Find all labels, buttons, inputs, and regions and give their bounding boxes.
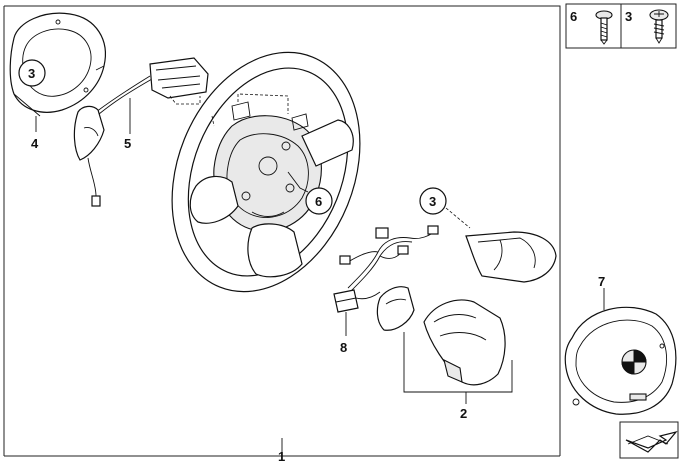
trim-covers-part: [376, 286, 513, 393]
airbag-module-part: [564, 306, 677, 415]
legend-number-6: 6: [570, 9, 577, 24]
callout-7: 7: [598, 274, 605, 289]
wheel-screw-callout: 6: [287, 171, 333, 215]
lower-cable-harness-part: [333, 225, 439, 313]
legend-box-3: [620, 3, 677, 49]
callout-8: 8: [340, 340, 347, 355]
fastener-legend: 6 3: [565, 3, 677, 49]
screw-cover-callout-right: 3: [419, 187, 471, 229]
callout-2: 2: [460, 406, 467, 421]
svg-text:3: 3: [429, 194, 436, 209]
right-spoke-cover-part: [465, 231, 557, 283]
legend-number-3: 3: [625, 9, 632, 24]
navigation-arrow-icon[interactable]: [619, 421, 679, 459]
callout-5: 5: [124, 136, 131, 151]
screw-cover-callout-left: 3: [18, 59, 46, 87]
rear-cover-part: [9, 12, 106, 117]
steering-wheel-part: [171, 51, 361, 293]
callout-1: 1: [278, 449, 285, 461]
upper-cable-harness-part: [73, 57, 209, 207]
callout-4: 4: [31, 136, 39, 151]
svg-text:6: 6: [315, 194, 322, 209]
flat-head-screw-icon: [595, 10, 613, 45]
svg-text:3: 3: [28, 66, 35, 81]
harness-plug-icon: [91, 195, 101, 207]
pan-head-self-tapping-screw-icon: [649, 9, 669, 44]
